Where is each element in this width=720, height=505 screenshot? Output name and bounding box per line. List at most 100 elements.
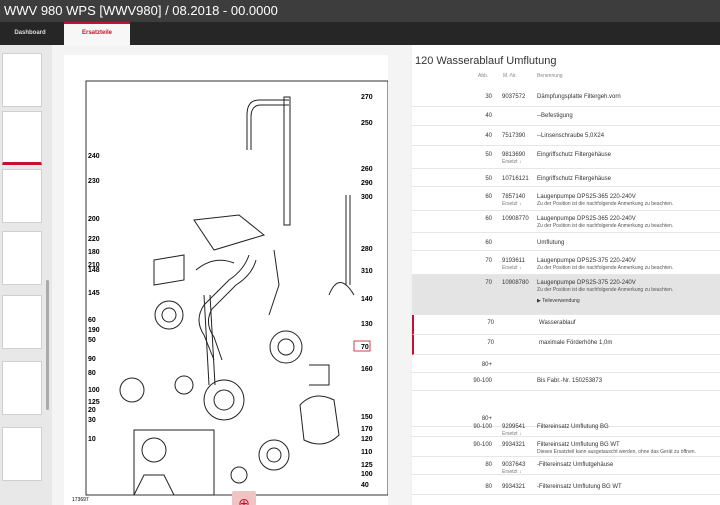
replaced-badge: Ersetzt ↓ (502, 265, 522, 271)
parts-row-mnr[interactable]: 9934321 (502, 484, 526, 490)
parts-row-abb: 60 (485, 240, 492, 246)
callout-label: 290 (361, 180, 373, 187)
parts-row-benennung: Umflutung (537, 240, 565, 246)
callout-label: 170 (361, 426, 373, 433)
thumbnail-5[interactable] (2, 295, 42, 349)
parts-row-mnr[interactable]: 10716121 (502, 176, 529, 182)
parts-row-abb: 70 (487, 340, 494, 346)
parts-list-panel: 120 Wasserablauf Umflutung Abb. M.-Nr. B… (412, 45, 720, 505)
parts-row-abb: 40 (485, 133, 492, 139)
parts-row[interactable]: 40 --Befestigung (412, 108, 720, 126)
replaced-badge: Ersetzt ↓ (502, 201, 522, 207)
thumbnail-6[interactable] (2, 361, 42, 415)
parts-row-note: Zu der Position ist die nachfolgende Anm… (537, 223, 674, 229)
parts-row-benennung: Eingriffschutz Filtergehäuse (537, 152, 611, 158)
column-header-benennung: Benennung (537, 73, 563, 79)
column-header-mnr: M.-Nr. (503, 73, 517, 79)
parts-row-abb: 80 (485, 462, 492, 468)
parts-row-abb: 50 (485, 176, 492, 182)
callout-label: 140 (361, 296, 373, 303)
zoom-in-icon[interactable]: ⊕ (232, 491, 256, 505)
parts-row-mnr[interactable]: 10908770 (502, 216, 529, 222)
exploded-view-drawing: 270 250 260 290 300 280 310 140 130 70 1… (64, 55, 388, 505)
callout-label: 100 (88, 387, 100, 394)
callout-label: 110 (361, 449, 372, 456)
tab-ersatzteile[interactable]: Ersatzteile (64, 22, 130, 45)
window-title: WWV 980 WPS [WWV980] / 08.2018 - 00.0000 (0, 0, 720, 22)
parts-row-abb: 50 (485, 152, 492, 158)
callout-label: 220 (88, 236, 100, 243)
thumbnail-7[interactable] (2, 427, 42, 481)
thumbnail-1[interactable] (2, 53, 42, 107)
parts-row-benennung: Dämpfungsplatte Filtergeh.vorn (537, 94, 621, 100)
parts-row-mnr[interactable]: 7517390 (502, 133, 526, 139)
parts-row[interactable]: 40 7517390 --Linsenschraube 5,0X24 (412, 128, 720, 146)
callout-label: 210 (88, 262, 100, 269)
parts-row[interactable]: 50 10716121 Eingriffschutz Filtergehäuse (412, 171, 720, 187)
thumbnail-4[interactable] (2, 231, 42, 285)
callout-label: 20 (88, 407, 96, 414)
callout-label: 160 (361, 366, 373, 373)
parts-row-benennung: Eingriffschutz Filtergehäuse (537, 176, 611, 182)
parts-row-benennung: --Linsenschraube 5,0X24 (537, 133, 605, 139)
parts-row-note: Zu der Position ist die nachfolgende Anm… (537, 265, 674, 271)
parts-row-mnr[interactable]: 9037572 (502, 94, 526, 100)
thumbnail-3[interactable] (2, 169, 42, 223)
callout-label: 150 (361, 414, 373, 421)
callout-label: 260 (361, 166, 373, 173)
thumbnail-scrollbar[interactable] (45, 45, 50, 505)
callout-label: 100 (361, 471, 373, 478)
teileverwendung-link[interactable]: ▶ Teileverwendung (537, 298, 580, 304)
parts-row[interactable]: 80+ (412, 357, 720, 373)
parts-row[interactable]: 80+ (412, 411, 720, 427)
parts-row-benennung: --Befestigung (537, 113, 573, 119)
parts-row-mnr[interactable]: 10908780 (502, 280, 529, 286)
callout-label: 70 (361, 344, 369, 351)
callout-label: 230 (88, 178, 100, 185)
parts-row[interactable]: 60 Umflutung (412, 235, 720, 251)
callout-label: 270 (361, 94, 373, 101)
callout-label: 200 (88, 216, 100, 223)
thumbnail-scrollbar-thumb[interactable] (46, 280, 49, 410)
parts-list-title: 120 Wasserablauf Umflutung (415, 55, 557, 67)
callout-label: 30 (88, 417, 96, 424)
diagram-panel: 270 250 260 290 300 280 310 140 130 70 1… (52, 45, 410, 505)
parts-row-abb: 80+ (481, 416, 492, 422)
parts-row-abb: 80 (485, 484, 492, 490)
callout-label: 250 (361, 120, 373, 127)
parts-row-mnr[interactable]: 9934321 (502, 442, 526, 448)
parts-row-abb: 60 (485, 194, 492, 200)
thumbnail-2[interactable] (2, 111, 42, 165)
tab-dashboard[interactable]: Dashboard (14, 30, 46, 36)
callout-label: 50 (88, 337, 96, 344)
parts-row-abb: 40 (485, 113, 492, 119)
tab-bar: Dashboard Ersatzteile (0, 22, 720, 45)
callout-label: 90 (88, 356, 96, 363)
callout-label: 300 (361, 194, 373, 201)
parts-row-abb: 90-100 (473, 442, 492, 448)
parts-row-note: Zu der Position ist die nachfolgende Anm… (537, 287, 674, 293)
parts-row[interactable]: 90-100 9934321 Filtereinsatz Umflutung BG … (412, 437, 720, 457)
diagram-id: 173697 (72, 497, 89, 503)
